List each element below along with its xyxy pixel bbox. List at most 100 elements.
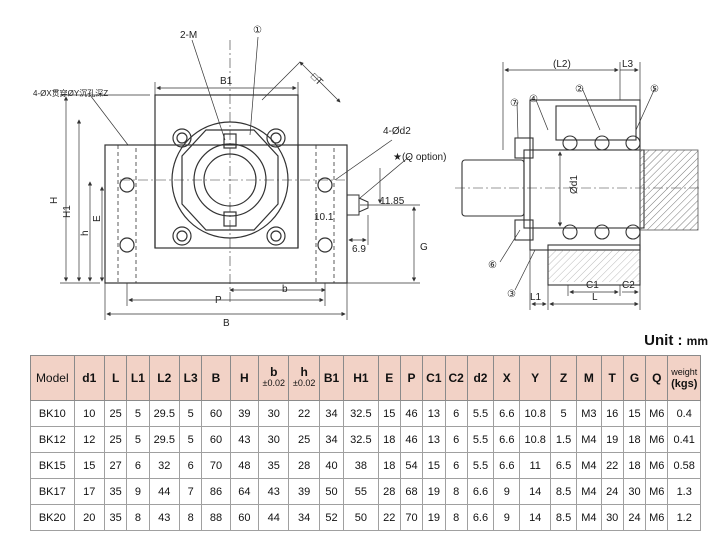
table-cell: 16 (600, 400, 624, 427)
col-header-b: b±0.02 (258, 355, 290, 401)
table-cell: 1.5 (549, 426, 578, 453)
table-cell: 5 (126, 400, 150, 427)
table-cell: 6 (444, 426, 468, 453)
table-cell: 32.5 (343, 426, 379, 453)
label-4d2: 4-Ød2 (383, 126, 411, 137)
col-header-h-main: h (300, 365, 308, 379)
label-l2: (L2) (553, 59, 571, 70)
table-cell: 22 (600, 452, 624, 479)
table-cell: 68 (399, 478, 424, 505)
unit-label: Unit : mm (644, 332, 708, 349)
spec-table: Model d1 L L1 L2 L3 B H b±0.02 h±0.02 B1… (30, 355, 701, 531)
table-cell: 10.8 (519, 400, 551, 427)
col-header-h: h±0.02 (288, 355, 320, 401)
table-cell: M6 (645, 400, 669, 427)
table-cell: M6 (645, 504, 669, 531)
table-cell: 19 (600, 426, 624, 453)
table-cell: 28 (288, 452, 320, 479)
col-header: L1 (126, 355, 150, 401)
table-cell: M4 (576, 478, 602, 505)
col-header: d2 (466, 355, 495, 401)
table-cell: 6 (444, 452, 468, 479)
col-header: E (377, 355, 401, 401)
table-cell: 27 (103, 452, 128, 479)
col-header: C2 (444, 355, 468, 401)
table-cell: 22 (288, 400, 320, 427)
table-cell: 9 (493, 504, 521, 531)
col-header: M (576, 355, 602, 401)
table-cell: 15 (73, 452, 105, 479)
col-header-h-tol: ±0.02 (292, 378, 316, 388)
table-cell: 86 (201, 478, 231, 505)
label-b1: B1 (220, 76, 233, 87)
table-cell: 6.6 (493, 452, 521, 479)
table-cell: 60 (229, 504, 260, 531)
model-cell: BK15 (30, 452, 75, 479)
label-l: L (592, 292, 598, 303)
col-header: C1 (422, 355, 446, 401)
table-cell: 29.5 (148, 400, 180, 427)
front-view (104, 40, 369, 305)
table-cell: 11 (519, 452, 551, 479)
table-cell: 0.41 (667, 426, 701, 453)
callout-6: ⑥ (488, 260, 497, 271)
callout-3: ③ (507, 289, 516, 300)
table-cell: 24 (600, 478, 624, 505)
table-cell: 6.6 (493, 400, 521, 427)
table-cell: 9 (126, 478, 150, 505)
table-cell: 15 (377, 400, 401, 427)
table-cell: 6 (444, 400, 468, 427)
table-cell: 8.5 (549, 478, 578, 505)
table-cell: 10.8 (519, 426, 551, 453)
table-cell: 25 (103, 400, 128, 427)
table-cell: 70 (399, 504, 424, 531)
label-h1: H1 (62, 205, 73, 218)
table-cell: 60 (201, 426, 231, 453)
label-dim-6-9: 6.9 (352, 244, 366, 255)
label-b: B (223, 318, 230, 329)
bearing-block-drawing: 2-M ① 4-ØX贯穿ØY沉孔深Z B1 □T 4-Ød2 ★(Q optio… (33, 25, 700, 329)
model-cell: BK17 (30, 478, 75, 505)
col-header-weight: weight(kgs) (667, 355, 701, 401)
table-cell: 6.6 (493, 426, 521, 453)
table-cell: M6 (645, 426, 669, 453)
table-cell: 5 (126, 426, 150, 453)
table-cell: 55 (343, 478, 379, 505)
table-cell: 0.4 (667, 400, 701, 427)
label-c1: C1 (586, 280, 599, 291)
table-cell: 6 (126, 452, 150, 479)
col-header: H1 (343, 355, 379, 401)
table-cell: M4 (576, 426, 602, 453)
label-l3: L3 (622, 59, 634, 70)
col-header: B1 (318, 355, 345, 401)
table-cell: 52 (318, 504, 345, 531)
table-cell: 39 (288, 478, 320, 505)
table-cell: 8 (126, 504, 150, 531)
label-hole-note: 4-ØX贯穿ØY沉孔深Z (33, 88, 108, 98)
table-cell: 5 (178, 426, 203, 453)
table-cell: 28 (377, 478, 401, 505)
label-2m: 2-M (180, 30, 197, 41)
table-cell: 34 (318, 426, 345, 453)
screw-shaft-hatch (639, 149, 699, 231)
table-cell: 13 (422, 426, 446, 453)
label-dim-11-85: 11.85 (380, 196, 405, 207)
table-cell: 5.5 (466, 452, 495, 479)
table-cell: 20 (73, 504, 105, 531)
table-cell: 32.5 (343, 400, 379, 427)
table-cell: 30 (622, 478, 647, 505)
callout-2: ② (575, 84, 584, 95)
table-cell: 19 (422, 478, 446, 505)
table-cell: 29.5 (148, 426, 180, 453)
label-g: G (420, 242, 428, 253)
label-l1: L1 (530, 292, 542, 303)
col-header: Y (519, 355, 551, 401)
callout-4: ④ (529, 94, 538, 105)
col-header: X (493, 355, 521, 401)
table-cell: 32 (148, 452, 180, 479)
table-cell: 30 (600, 504, 624, 531)
table-cell: 30 (258, 426, 290, 453)
